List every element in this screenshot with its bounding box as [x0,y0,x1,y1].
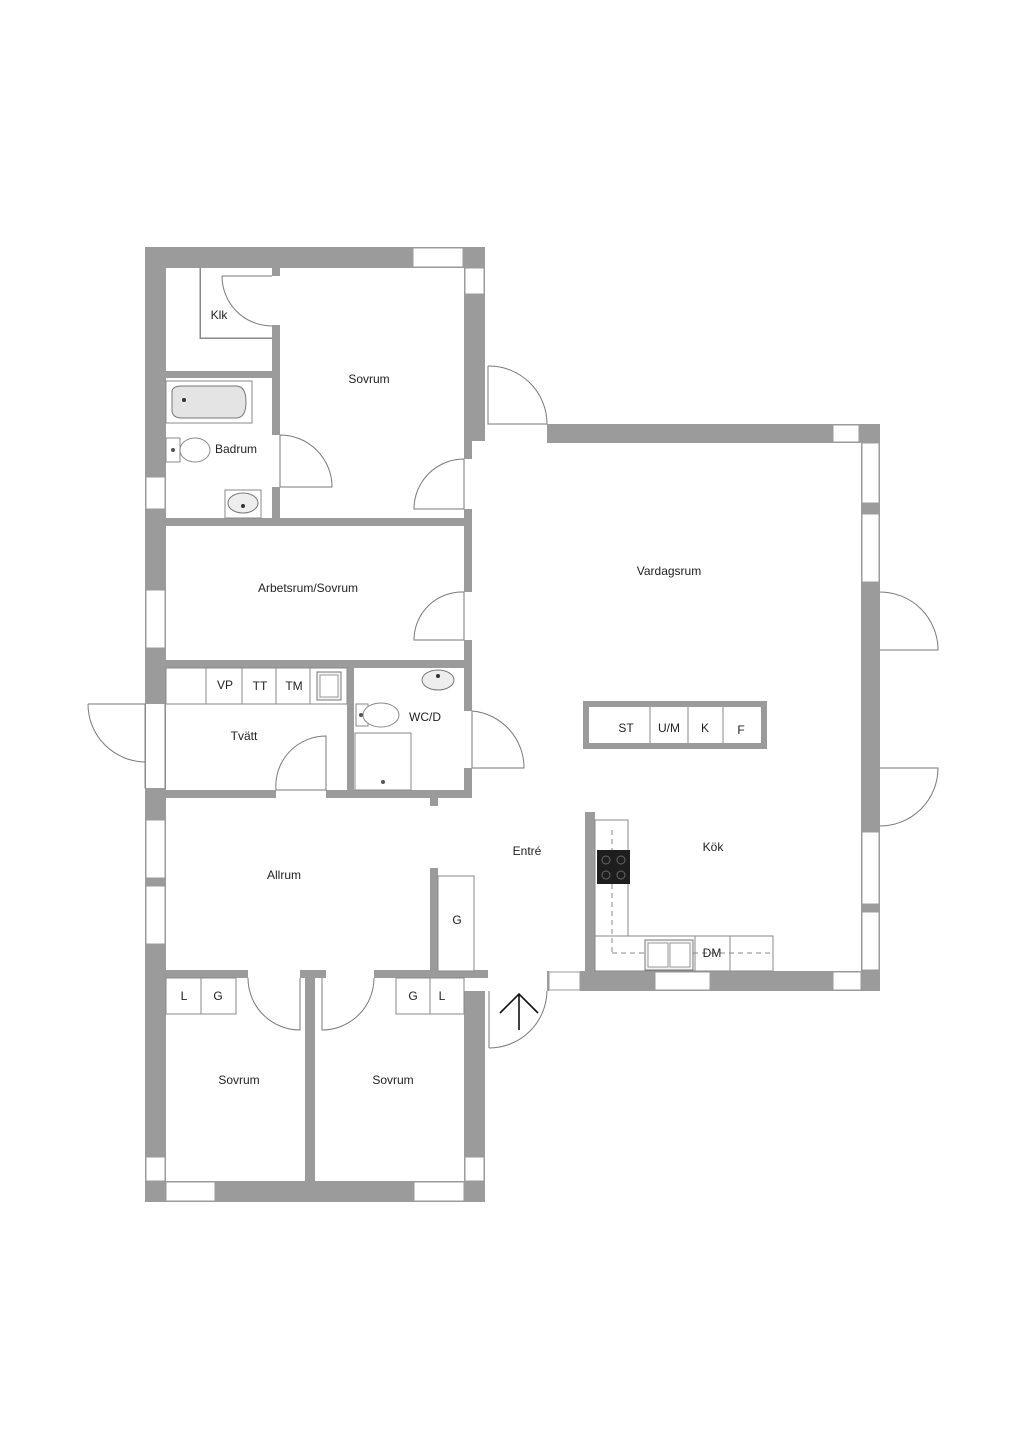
room-label-klk: Klk [211,308,229,322]
kitchen-sink-icon [644,939,694,971]
fixture-label-g-right: G [408,989,417,1003]
fixture-label-l-left: L [181,989,188,1003]
room-label-arbetsrum: Arbetsrum/Sovrum [258,581,358,595]
room-label-vardagsrum: Vardagsrum [637,564,701,578]
door-arbetsrum [413,591,465,641]
door-klk [221,275,273,327]
door-sovrum-left [247,977,301,1031]
fixture-label-um: U/M [658,721,680,735]
door-wcd [471,710,525,769]
room-label-wcd: WC/D [409,710,441,724]
door-sovrum-right [321,977,375,1031]
toilet-icon [165,437,211,463]
room-labels: Klk Sovrum Badrum Arbetsrum/Sovrum Varda… [211,308,725,1087]
bathroom-fixtures [165,380,455,791]
fixture-label-g-hall: G [452,913,461,927]
fixture-label-f: F [737,723,744,737]
windows [145,247,880,1202]
fixture-label-k: K [701,721,709,735]
door-terrace-top [487,365,548,425]
room-label-sovrum-top: Sovrum [348,372,389,386]
fixture-label-st: ST [618,721,634,735]
exterior-walls [145,247,880,1202]
interior-walls [144,267,595,1181]
room-label-kok: Kök [703,840,725,854]
fixture-label-tm: TM [285,679,302,693]
room-label-sovrum-left: Sovrum [218,1073,259,1087]
door-badrum [279,434,333,488]
fixture-labels: VP TT TM ST U/M K F G DM L G G L [181,678,745,1003]
kitchen-island [583,701,767,749]
room-label-allrum: Allrum [267,868,301,882]
door-vardagsrum-1 [879,591,939,651]
door-tvatt [275,735,327,791]
door-sovrum-top [413,458,465,510]
stove-icon [597,850,630,884]
door-tvatt-exterior [87,703,146,763]
shower-icon [354,732,412,791]
wc-toilet-icon [355,702,400,728]
room-label-entre: Entré [513,844,542,858]
fixture-label-tt: TT [253,679,268,693]
door-vardagsrum-2 [879,767,939,827]
closets [165,875,475,1015]
kitchen-counter [594,819,774,972]
sink-icon [224,489,262,519]
door-entre [488,990,548,1049]
doors [87,275,939,1049]
room-label-tvatt: Tvätt [231,729,258,743]
fixture-label-l-right: L [439,989,446,1003]
laundry-counter [165,667,348,705]
room-label-badrum: Badrum [215,442,257,456]
wc-sink-icon [421,669,455,691]
room-label-sovrum-right: Sovrum [372,1073,413,1087]
fixture-label-dm: DM [703,946,722,960]
fixture-label-g-left: G [213,989,222,1003]
fixture-label-vp: VP [217,678,233,692]
laundry-sink-icon [316,671,342,701]
